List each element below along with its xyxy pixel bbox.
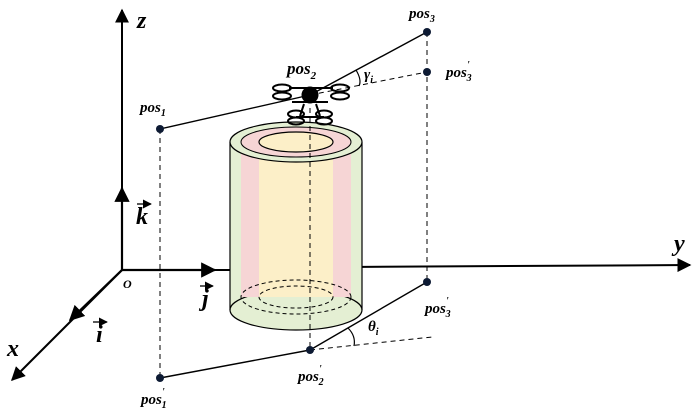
label-gamma: γi bbox=[364, 67, 373, 86]
theta-arc bbox=[347, 327, 355, 347]
k-vector-label: k bbox=[136, 204, 148, 230]
inner-core-top bbox=[258, 131, 334, 153]
point-labels: pos1 pos2 pos3 pos'3 pos'3 pos'2 pos'1 bbox=[138, 6, 472, 411]
horizontal-ref-lower bbox=[309, 336, 433, 351]
y-axis-label: y bbox=[671, 231, 685, 257]
point-pos3 bbox=[423, 28, 431, 36]
angle-arcs bbox=[347, 69, 361, 347]
angle-labels: γi θi bbox=[364, 67, 379, 338]
j-vector-label: j bbox=[198, 286, 209, 312]
label-theta: θi bbox=[368, 319, 379, 338]
axis-labels: z y x O bbox=[6, 8, 685, 362]
path-pos1-pos2 bbox=[159, 94, 311, 130]
label-pos2-prime: pos'2 bbox=[296, 364, 324, 388]
y-axis-right-segment bbox=[345, 258, 692, 273]
path-pos2-pos3 bbox=[309, 31, 428, 96]
origin-label: O bbox=[123, 277, 132, 291]
point-pos1-prime bbox=[156, 374, 164, 382]
label-pos3-upper-prime: pos'3 bbox=[444, 60, 472, 84]
unit-vectors bbox=[68, 186, 217, 322]
z-axis-label: z bbox=[136, 8, 147, 34]
inner-core-body bbox=[259, 142, 333, 297]
horizontal-ref-upper bbox=[309, 71, 428, 96]
trajectory-lines bbox=[159, 31, 428, 379]
label-pos3: pos3 bbox=[407, 6, 435, 25]
ground-path-pos2p-pos3p bbox=[309, 281, 428, 351]
projection-lines bbox=[159, 32, 433, 378]
i-vector bbox=[68, 269, 123, 322]
label-pos1: pos1 bbox=[138, 100, 166, 119]
unit-vector-labels: k j i bbox=[93, 199, 214, 348]
label-pos3-prime: pos'3 bbox=[423, 296, 451, 320]
i-vector-label: i bbox=[96, 322, 103, 348]
middle-shell-bottom bbox=[240, 279, 352, 315]
point-pos1 bbox=[156, 125, 164, 133]
point-pos3-prime bbox=[423, 278, 431, 286]
ground-path-pos1p-pos2p bbox=[159, 349, 311, 379]
point-pos2-prime bbox=[306, 346, 314, 354]
point-pos3-upper-prime bbox=[423, 68, 431, 76]
drone-icon bbox=[272, 83, 350, 126]
label-pos1-prime: pos'1 bbox=[139, 387, 167, 411]
trajectory-points bbox=[156, 28, 431, 382]
cylinder-obstacle bbox=[229, 121, 363, 331]
inner-core-bottom bbox=[258, 285, 334, 309]
label-pos2: pos2 bbox=[285, 59, 317, 82]
gamma-arc bbox=[355, 69, 361, 87]
x-axis-label: x bbox=[6, 336, 19, 362]
